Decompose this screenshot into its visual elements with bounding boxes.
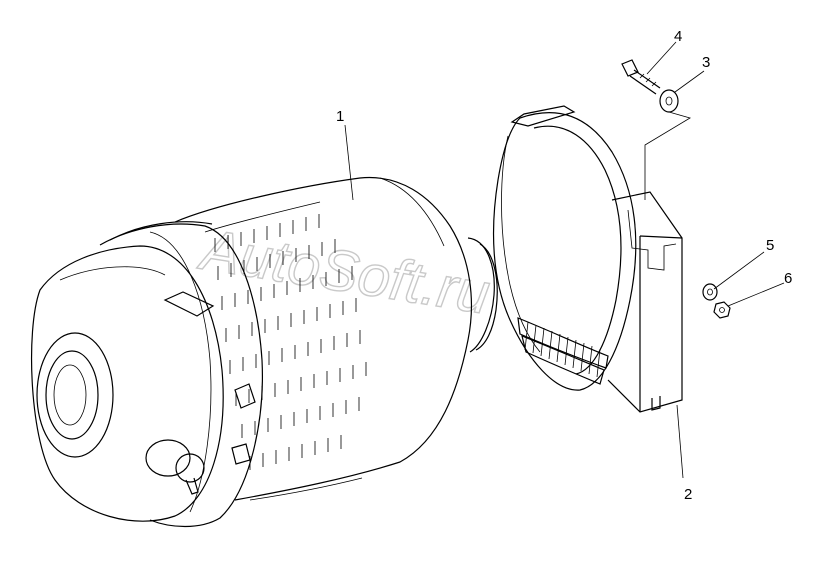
bolt-icon [621,59,661,95]
watermark-text: AutoSoft.ru [194,217,494,327]
washer-icon [644,89,691,200]
callout-6: 6 [784,270,792,287]
callout-4: 4 [674,28,682,45]
air-filter-housing-icon [31,176,498,528]
mounting-bracket-clamp-icon [492,105,683,413]
callout-3: 3 [702,54,710,71]
callout-1: 1 [336,108,344,125]
leader-lines [344,41,785,479]
nut-icon [713,301,731,319]
callout-2: 2 [684,486,692,503]
callout-5: 5 [766,237,774,254]
washer-icon [702,283,718,301]
